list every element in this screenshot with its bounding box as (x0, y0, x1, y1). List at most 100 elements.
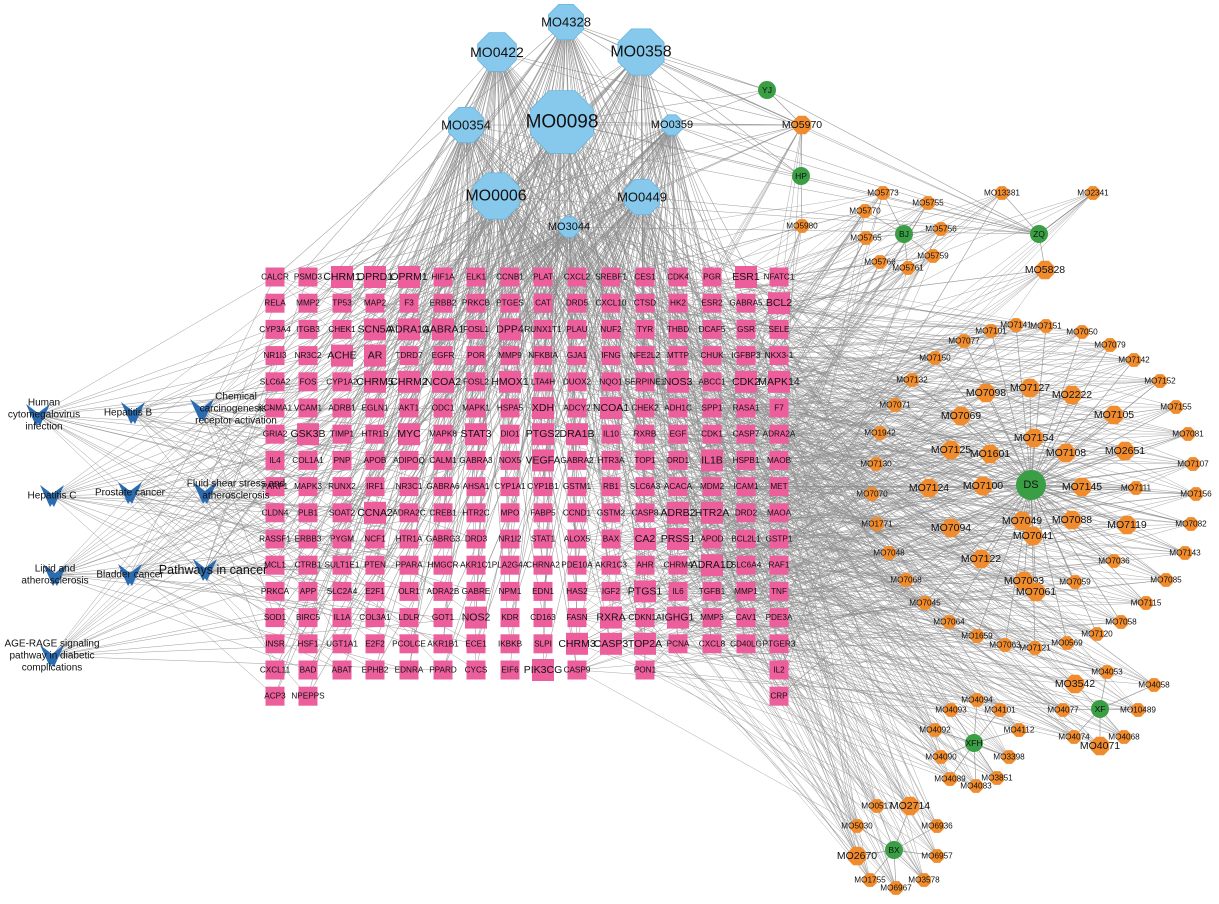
target-square (702, 398, 722, 418)
target-label: ESR2 (701, 299, 723, 308)
network-edge (495, 195, 1040, 235)
target-label: GRIA2 (263, 430, 288, 439)
target-label: FOS (300, 377, 317, 386)
herb-compound-label: MO3398 (993, 753, 1025, 762)
target-square (298, 581, 318, 601)
target-node: PLAU (566, 319, 588, 339)
target-node: FOS (298, 372, 318, 392)
herb-compound-node: MO7141 (1000, 318, 1032, 332)
herb-compound-octagon (1056, 703, 1070, 717)
herb-compound-node: MO7111 (1121, 481, 1152, 495)
network-edge (576, 460, 911, 807)
target-node: EGF (668, 424, 688, 444)
target-node: E2F2 (365, 634, 385, 654)
herb-compound-label: MO7121 (1019, 644, 1051, 653)
network-edge (677, 538, 1020, 731)
network-edge (644, 276, 962, 417)
network-edge (644, 565, 925, 881)
herb-compound-octagon (863, 873, 877, 887)
target-square (533, 372, 553, 392)
target-square (533, 634, 553, 654)
network-edge (341, 121, 563, 671)
herb-compound-node: MO7151 (1030, 319, 1062, 333)
network-edge (1030, 484, 1122, 623)
herb-compound-node: MO1659 (961, 629, 993, 643)
target-node: CA2 (634, 528, 656, 550)
network-edge (201, 355, 309, 411)
target-label: HMOX1 (491, 376, 529, 388)
target-square (635, 608, 655, 628)
herb-compound-label: MO7130 (860, 460, 892, 469)
target-label: BCL2L1 (731, 535, 761, 544)
target-label: PTEN (364, 561, 386, 570)
target-node: DRA1B (559, 423, 595, 446)
pathway-label: Chemical (215, 392, 257, 403)
network-edge (711, 512, 1101, 747)
herb-compound-label: MO5970 (782, 119, 822, 131)
network-edge (576, 486, 1083, 618)
target-label: SOD1 (264, 613, 287, 622)
herb-compound-octagon (1178, 546, 1192, 560)
network-edge (204, 407, 309, 494)
network-edge (745, 512, 1125, 738)
network-edge (948, 484, 1032, 623)
target-square (298, 346, 318, 366)
target-label: GABRG3 (426, 535, 461, 544)
target-node: NCF1 (364, 529, 386, 549)
target-node: CHRNA2 (526, 555, 560, 575)
target-label: CHEK2 (631, 404, 659, 413)
target-label: NQO1 (599, 377, 623, 386)
herb-compound-octagon (1189, 487, 1203, 501)
target-node: NCOA1 (593, 397, 629, 419)
target-node: HTR1A (396, 529, 423, 549)
herb-compound-node: MO7041 (1013, 526, 1053, 546)
herb-compound-octagon (998, 638, 1012, 652)
target-square (466, 398, 486, 418)
target-node: SLPI (533, 634, 553, 654)
network-edge (677, 355, 1197, 495)
network-edge (745, 303, 1036, 649)
herb-compound-node: MO5770 (849, 204, 881, 218)
herb-node: HP (792, 167, 810, 185)
network-edge (374, 226, 570, 618)
target-node: GSR (736, 319, 756, 339)
network-edge (963, 340, 1032, 486)
target-node: CASP9 (564, 660, 591, 680)
target-label: AKR1B1 (427, 639, 459, 648)
network-edge (408, 195, 497, 540)
network-edge (778, 407, 1101, 747)
herb-compound-label: MO1601 (970, 448, 1010, 460)
network-edge (1030, 484, 1186, 554)
target-label: LDLR (399, 613, 420, 622)
herb-compound-node: MO7045 (909, 596, 941, 610)
herb-compound-label: MO7048 (873, 549, 905, 558)
target-node: GABRA5 (729, 293, 763, 313)
network-edge (51, 276, 343, 657)
target-square (500, 346, 520, 366)
network-edge (677, 192, 1003, 382)
herb-compound-label: MO7069 (941, 410, 981, 422)
target-node: PLAT (533, 267, 553, 287)
target-square (399, 581, 419, 601)
network-edge (778, 538, 942, 758)
target-node: ADRA1A (388, 318, 430, 341)
target-square (635, 450, 655, 470)
target-label: CAT (535, 299, 551, 308)
target-label: NOS2 (462, 612, 491, 624)
target-label: MMP9 (498, 351, 522, 360)
herb-compound-label: MO7100 (963, 480, 1003, 492)
target-label: BAD (300, 666, 317, 675)
herb-compound-label: MO7156 (1180, 490, 1212, 499)
target-node: GSTM2 (597, 503, 626, 523)
herb-compound-octagon (969, 779, 983, 793)
target-square (265, 555, 285, 575)
target-square (601, 267, 621, 287)
network-edge (644, 591, 977, 787)
herb-compound-octagon (865, 487, 879, 501)
target-square (432, 318, 454, 341)
target-node: BCL2L1 (731, 529, 761, 549)
network-edge (465, 124, 747, 278)
target-square (702, 608, 722, 628)
target-label: PLB1 (298, 508, 318, 517)
network-edge (911, 379, 1032, 486)
